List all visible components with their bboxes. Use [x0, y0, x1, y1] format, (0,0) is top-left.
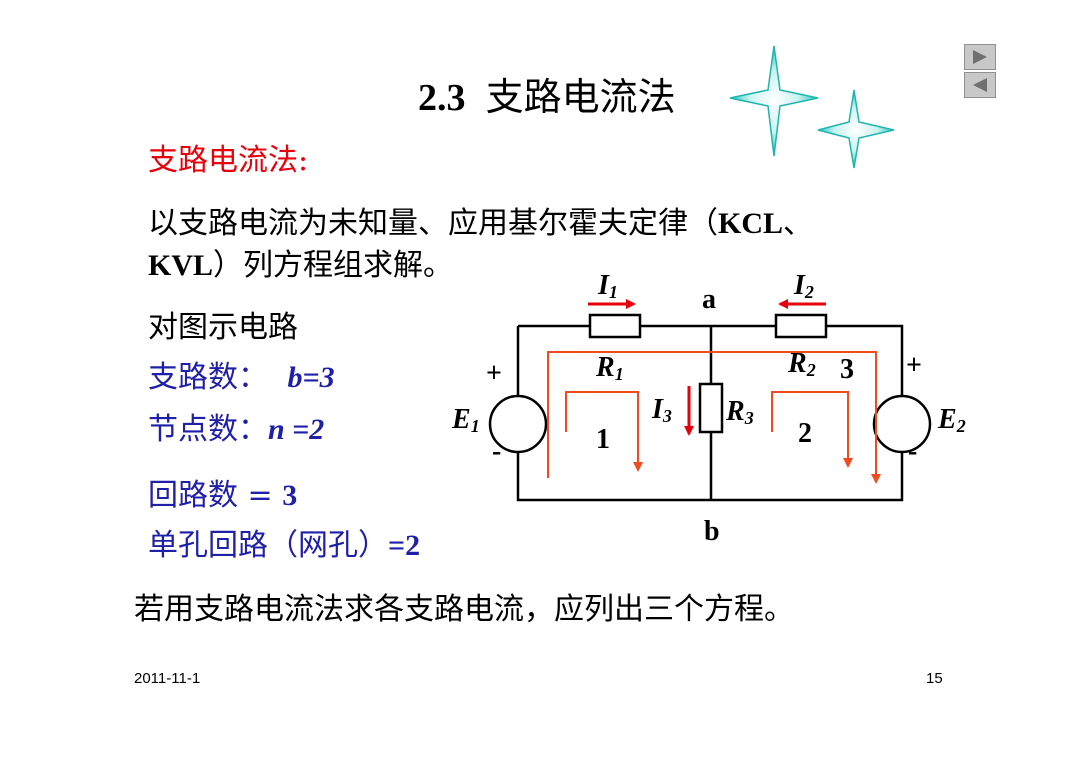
label-e1: E1: [451, 404, 480, 436]
loop-1-path: [565, 391, 643, 472]
mesh-label: 单孔回路（网孔）: [148, 528, 388, 563]
conclusion-text: 若用支路电流法求各支路电流，应列出三个方程。: [134, 592, 794, 627]
branch-label: 支路数：: [148, 360, 268, 395]
label-i1: I1: [597, 270, 618, 302]
voltage-source-e2: [872, 394, 932, 454]
definition-kvl: KVL: [148, 249, 214, 282]
definition-line1-c: 、: [783, 206, 814, 241]
voltage-source-e1: [488, 394, 548, 454]
loop-2-path: [771, 391, 853, 468]
label-r3: R3: [725, 396, 754, 428]
label-e1-plus: +: [486, 358, 502, 389]
page-number: 15: [926, 670, 943, 687]
definition-kcl: KCL: [718, 207, 784, 240]
label-loop-3: 3: [840, 354, 854, 385]
play-back-icon: [973, 78, 987, 92]
large-star-icon: [729, 45, 819, 157]
sparkle-stars-decoration: [729, 45, 895, 169]
node-count: 节点数：n =2: [148, 404, 324, 448]
definition-line-1: 以支路电流为未知量、应用基尔霍夫定律（KCL、: [148, 198, 813, 242]
label-e2-plus: +: [906, 350, 922, 381]
label-i2: I2: [793, 270, 814, 302]
label-e2: E2: [937, 404, 966, 436]
previous-slide-button[interactable]: [964, 72, 996, 98]
label-e1-minus: -: [492, 436, 501, 467]
resistor-r1: [588, 313, 642, 339]
branch-value: b=3: [287, 361, 335, 394]
label-node-a: a: [702, 284, 716, 315]
loop-value: 3: [282, 479, 298, 512]
loop-label: 回路数 =: [148, 478, 273, 513]
definition-line-2: KVL）列方程组求解。: [148, 240, 453, 284]
mesh-value: =2: [388, 529, 421, 562]
resistor-r2: [774, 313, 828, 339]
node-label: 节点数：: [148, 412, 268, 447]
next-slide-button[interactable]: [964, 44, 996, 70]
loop-3-path: [547, 351, 881, 484]
slide-title: 2.3 支路电流法: [418, 66, 676, 121]
node-value: n =2: [268, 413, 325, 446]
label-loop-1: 1: [596, 424, 610, 455]
section-heading: 支路电流法:: [148, 143, 309, 178]
label-i3: I3: [651, 394, 672, 426]
label-r1: R1: [595, 352, 624, 384]
mesh-count: 单孔回路（网孔）=2: [148, 520, 420, 564]
circuit-wires: [516, 324, 904, 502]
label-node-b: b: [704, 516, 720, 547]
title-number: 2.3: [418, 77, 466, 119]
branch-count: 支路数： b=3: [148, 352, 335, 396]
loop-count: 回路数 = 3: [148, 470, 297, 514]
title-text: 支路电流法: [485, 75, 676, 119]
for-circuit-text: 对图示电路: [148, 310, 298, 345]
label-e2-minus: -: [908, 436, 917, 467]
label-loop-2: 2: [798, 418, 812, 449]
circuit-diagram: I1 I2 a b R1 R2 R3 I3 E1 E2 + - + - 1 2 …: [451, 270, 966, 547]
play-forward-icon: [973, 50, 987, 64]
definition-line1-a: 以支路电流为未知量、应用基尔霍夫定律（: [148, 206, 718, 241]
small-star-icon: [817, 89, 895, 169]
label-r2: R2: [787, 348, 816, 380]
resistor-r3: [698, 382, 724, 434]
definition-line2-b: ）列方程组求解。: [213, 248, 454, 283]
footer-date: 2011-11-1: [134, 670, 201, 687]
